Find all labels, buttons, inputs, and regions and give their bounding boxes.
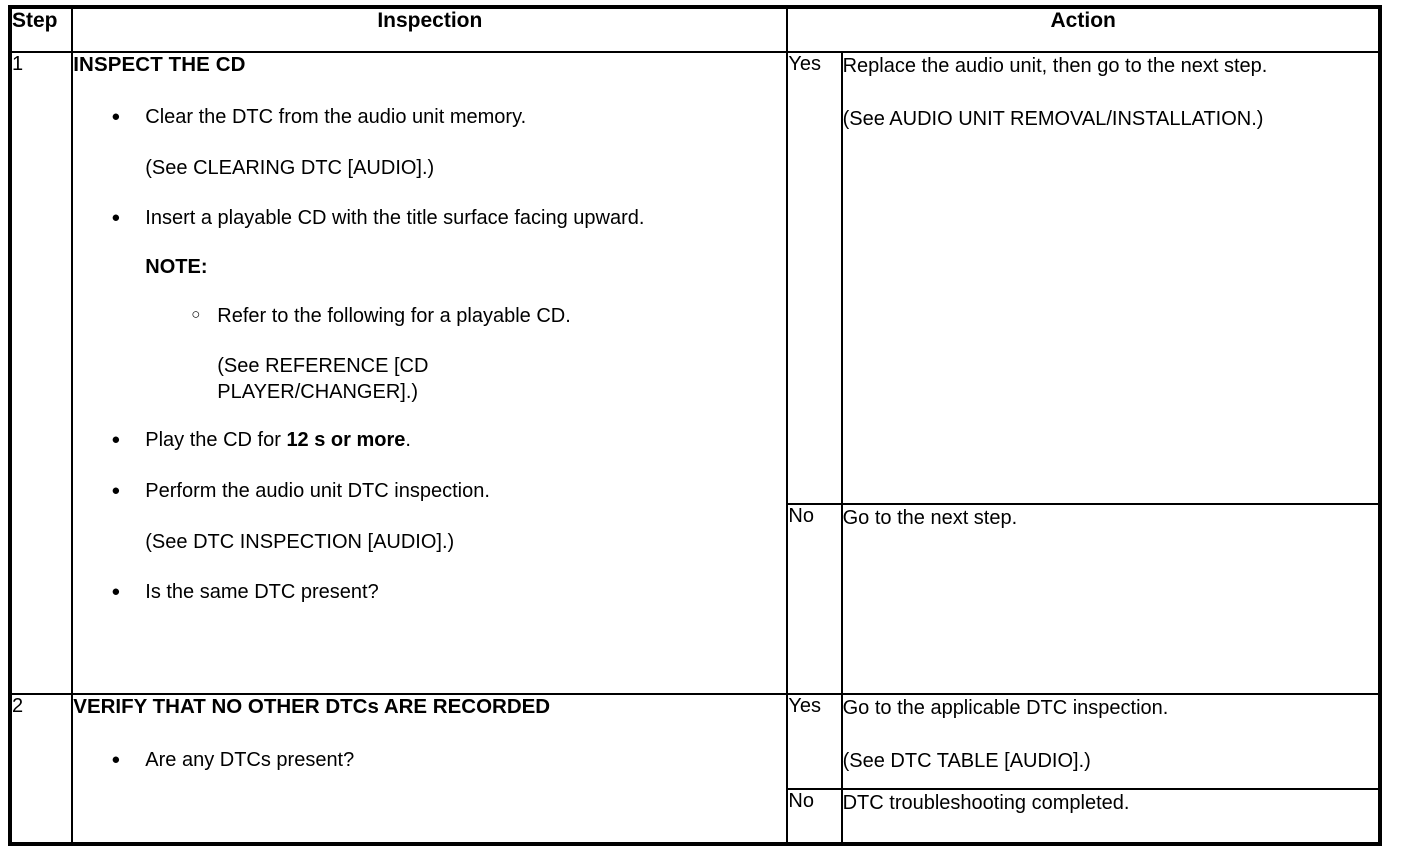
inspection-cell: INSPECT THE CD ● Clear the DTC from the … bbox=[71, 51, 789, 695]
action-text: Go to the applicable DTC inspection. bbox=[842, 696, 1169, 719]
outcome-label-no: No bbox=[786, 503, 843, 695]
outcome-label-yes: Yes bbox=[786, 692, 843, 790]
list-item-text: Insert a playable CD with the title surf… bbox=[145, 207, 645, 230]
action-cell-no: Go to the next step. bbox=[840, 503, 1382, 695]
filled-bullet-icon: ● bbox=[111, 583, 121, 601]
list-item-text-pre: Play the CD for bbox=[145, 429, 287, 452]
inspection-title: VERIFY THAT NO OTHER DTCs ARE RECORDED bbox=[73, 694, 551, 718]
action-text: Go to the next step. bbox=[842, 507, 1018, 529]
column-header-inspection: Inspection bbox=[71, 6, 789, 53]
step-number: 1 bbox=[8, 51, 74, 695]
action-text: DTC troubleshooting completed. bbox=[842, 791, 1130, 814]
troubleshooting-table: Step Inspection Action 1 INSPECT THE CD … bbox=[8, 5, 1382, 846]
note-list-item: ○ Refer to the following for a playable … bbox=[73, 303, 786, 330]
list-item-text-emphasis: 12 s or more bbox=[286, 429, 406, 452]
list-item-text: Are any DTCs present? bbox=[145, 748, 355, 771]
list-item-text: Is the same DTC present? bbox=[145, 581, 379, 604]
header-row: Step Inspection Action bbox=[8, 6, 1381, 53]
outcome-label-no: No bbox=[786, 787, 843, 846]
list-item-text: Clear the DTC from the audio unit memory… bbox=[145, 106, 527, 128]
action-reference-text: (See AUDIO UNIT REMOVAL/INSTALLATION.) bbox=[842, 108, 1264, 130]
note-label: NOTE: bbox=[145, 255, 208, 278]
list-item: ● Is the same DTC present? bbox=[73, 579, 786, 606]
list-item-text-post: . bbox=[405, 429, 411, 452]
table-header: Step Inspection Action bbox=[8, 6, 1381, 53]
step-number: 2 bbox=[8, 692, 74, 846]
hollow-bullet-icon: ○ bbox=[191, 305, 201, 323]
table-row: 2 VERIFY THAT NO OTHER DTCs ARE RECORDED… bbox=[8, 692, 1382, 846]
action-cell-no: DTC troubleshooting completed. bbox=[840, 787, 1382, 846]
column-header-step: Step bbox=[8, 6, 74, 53]
table-row-outcome: No DTC troubleshooting completed. bbox=[10, 787, 1382, 846]
filled-bullet-icon: ● bbox=[111, 108, 121, 125]
outcome-label-yes: Yes bbox=[786, 51, 843, 505]
inspection-title: INSPECT THE CD bbox=[73, 53, 246, 76]
filled-bullet-icon: ● bbox=[111, 750, 121, 768]
note-list-item-text: Refer to the following for a playable CD… bbox=[217, 304, 571, 327]
reference-text: (See DTC INSPECTION [AUDIO].) bbox=[145, 530, 455, 553]
list-item: ● Insert a playable CD with the title su… bbox=[73, 205, 786, 232]
table-row: 1 INSPECT THE CD ● Clear the DTC from th… bbox=[8, 51, 1382, 695]
action-text: Replace the audio unit, then go to the n… bbox=[842, 55, 1268, 77]
list-item: ● Perform the audio unit DTC inspection. bbox=[73, 478, 786, 505]
list-item-text: Play the CD for 12 s or more. bbox=[145, 427, 786, 454]
reference-text: (See CLEARING DTC [AUDIO].) bbox=[145, 156, 435, 179]
table-body: 1 INSPECT THE CD ● Clear the DTC from th… bbox=[8, 51, 1382, 846]
note-reference-text: (See REFERENCE [CD PLAYER/CHANGER].) bbox=[217, 355, 429, 404]
action-cell-yes: Replace the audio unit, then go to the n… bbox=[840, 51, 1382, 505]
list-item: ● Clear the DTC from the audio unit memo… bbox=[73, 104, 786, 131]
table-row-outcome: No Go to the next step. bbox=[10, 503, 1382, 695]
list-item: ● Are any DTCs present? bbox=[73, 747, 786, 774]
list-item-text: Perform the audio unit DTC inspection. bbox=[145, 479, 490, 502]
filled-bullet-icon: ● bbox=[111, 431, 121, 449]
inspection-cell: VERIFY THAT NO OTHER DTCs ARE RECORDED ●… bbox=[71, 692, 789, 846]
action-reference-text: (See DTC TABLE [AUDIO].) bbox=[842, 749, 1091, 772]
list-item: ● Play the CD for 12 s or more. bbox=[73, 427, 786, 454]
filled-bullet-icon: ● bbox=[111, 209, 121, 227]
filled-bullet-icon: ● bbox=[111, 481, 121, 499]
action-cell-yes: Go to the applicable DTC inspection. (Se… bbox=[840, 692, 1382, 790]
column-header-action: Action bbox=[786, 6, 1381, 53]
